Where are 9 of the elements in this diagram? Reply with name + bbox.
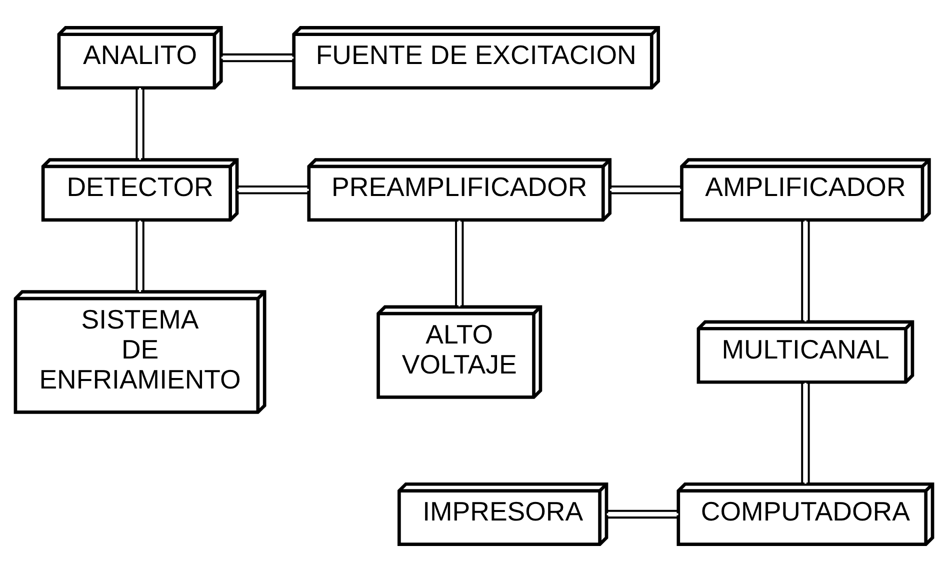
connector xyxy=(606,509,678,518)
connector xyxy=(801,382,810,484)
connector xyxy=(610,185,682,194)
connector xyxy=(237,185,309,194)
connector xyxy=(136,88,144,160)
connector xyxy=(136,220,144,292)
connector xyxy=(221,52,294,62)
connector xyxy=(801,220,810,321)
connector xyxy=(455,220,464,306)
